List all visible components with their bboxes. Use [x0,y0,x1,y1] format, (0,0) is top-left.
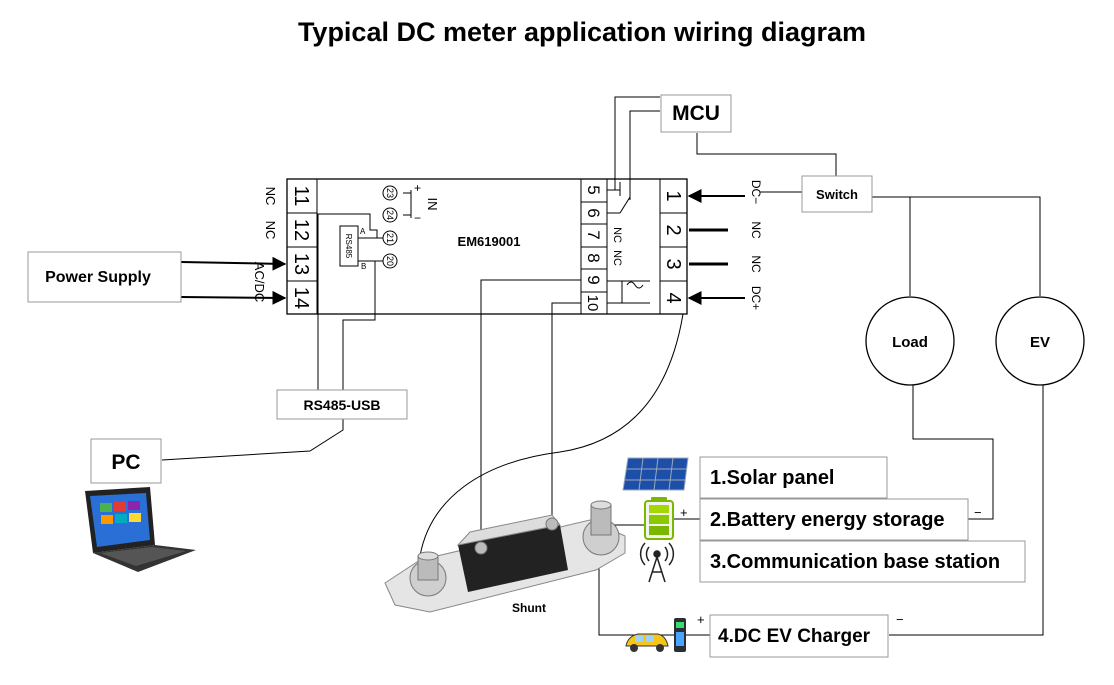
power-supply-box: Power Supply [27,251,182,303]
meter-module [286,178,688,315]
svg-text:4.DC EV Charger: 4.DC EV Charger [718,626,871,647]
circle-terminal-21: 21 [385,233,395,243]
dc-plus-label: DC+ [749,286,763,310]
svg-text:2.Battery energy storage: 2.Battery energy storage [710,509,945,531]
terminal-1: 1 [662,190,684,201]
terminal-4: 4 [662,292,684,303]
svg-text:Switch: Switch [816,187,858,202]
terminal-11: 11 [290,186,312,207]
ev-circle: EV [995,296,1085,386]
terminal-2: 2 [662,224,684,235]
dc-minus-label: DC− [749,180,763,204]
source-solar-panel: 1.Solar panel [699,456,888,499]
nc-label-2: NC [749,221,763,239]
acdc-label: AC/DC [252,262,267,302]
solar-panel-icon [622,457,689,491]
relay-contact [607,182,631,214]
nc-label-11: NC [263,187,278,206]
rs485-usb-box: RS485-USB [276,389,408,420]
terminal-6: 6 [584,208,603,217]
source-ev-charger: 4.DC EV Charger [709,614,889,658]
circle-terminal-23: 23 [385,188,395,198]
charger-minus: − [896,612,904,627]
nc-label-3: NC [749,255,763,273]
shunt-label: Shunt [512,601,546,615]
wires [161,96,1044,636]
svg-text:Load: Load [892,334,928,351]
meter-model: EM619001 [458,234,521,249]
rs485-label: RS485 [344,234,353,259]
circle-terminal-20: 20 [385,256,395,266]
terminal-9: 9 [584,275,603,284]
terminal-13: 13 [290,253,312,275]
in-input: + − IN [403,181,440,225]
source-battery-storage: 2.Battery energy storage [699,498,969,541]
svg-text:1.Solar panel: 1.Solar panel [710,467,835,489]
terminal-8: 8 [584,253,603,262]
ev-car-icon [625,633,669,652]
current-sensor-coil [607,280,650,304]
battery-minus: − [974,505,982,520]
svg-text:MCU: MCU [672,102,720,125]
svg-text:3.Communication base station: 3.Communication base station [710,551,1000,573]
right-inner-terminal-numbers: 5 6 7 8 9 10 [584,185,603,311]
pc-box: PC [90,438,162,484]
switch-box: Switch [801,175,873,213]
mcu-box: MCU [660,94,732,133]
diagram-title: Typical DC meter application wiring diag… [298,17,866,47]
svg-text:B: B [361,262,366,271]
svg-text:+: + [414,181,421,195]
charger-icon [674,618,686,652]
nc-label-8: NC [611,250,623,266]
terminal-14: 14 [290,287,312,309]
circle-terminals: 23 24 21 20 [382,185,398,269]
svg-text:−: − [414,211,421,225]
svg-text:A: A [360,227,366,236]
base-station-icon [639,542,675,583]
svg-text:Power Supply: Power Supply [45,269,151,286]
battery-icon [644,497,674,540]
right-outer-terminal-numbers: 1 2 3 4 [662,190,684,303]
shunt-image [384,500,626,613]
svg-text:RS485-USB: RS485-USB [303,397,380,413]
charger-plus: + [697,612,705,627]
load-circle: Load [865,296,955,386]
svg-text:PC: PC [111,451,140,474]
nc-label-7: NC [611,227,623,243]
terminal-3: 3 [662,258,684,269]
terminal-7: 7 [584,230,603,239]
terminal-5: 5 [584,185,603,194]
circle-terminal-24: 24 [385,210,395,220]
terminal-10: 10 [584,295,601,312]
in-label: IN [425,198,440,211]
source-base-station: 3.Communication base station [699,540,1026,583]
terminal-12: 12 [290,219,312,241]
svg-text:EV: EV [1030,334,1050,351]
left-terminal-numbers: 11 12 13 14 [290,186,312,310]
battery-plus: + [680,505,688,520]
laptop-icon [85,487,196,572]
nc-label-12: NC [263,221,278,240]
